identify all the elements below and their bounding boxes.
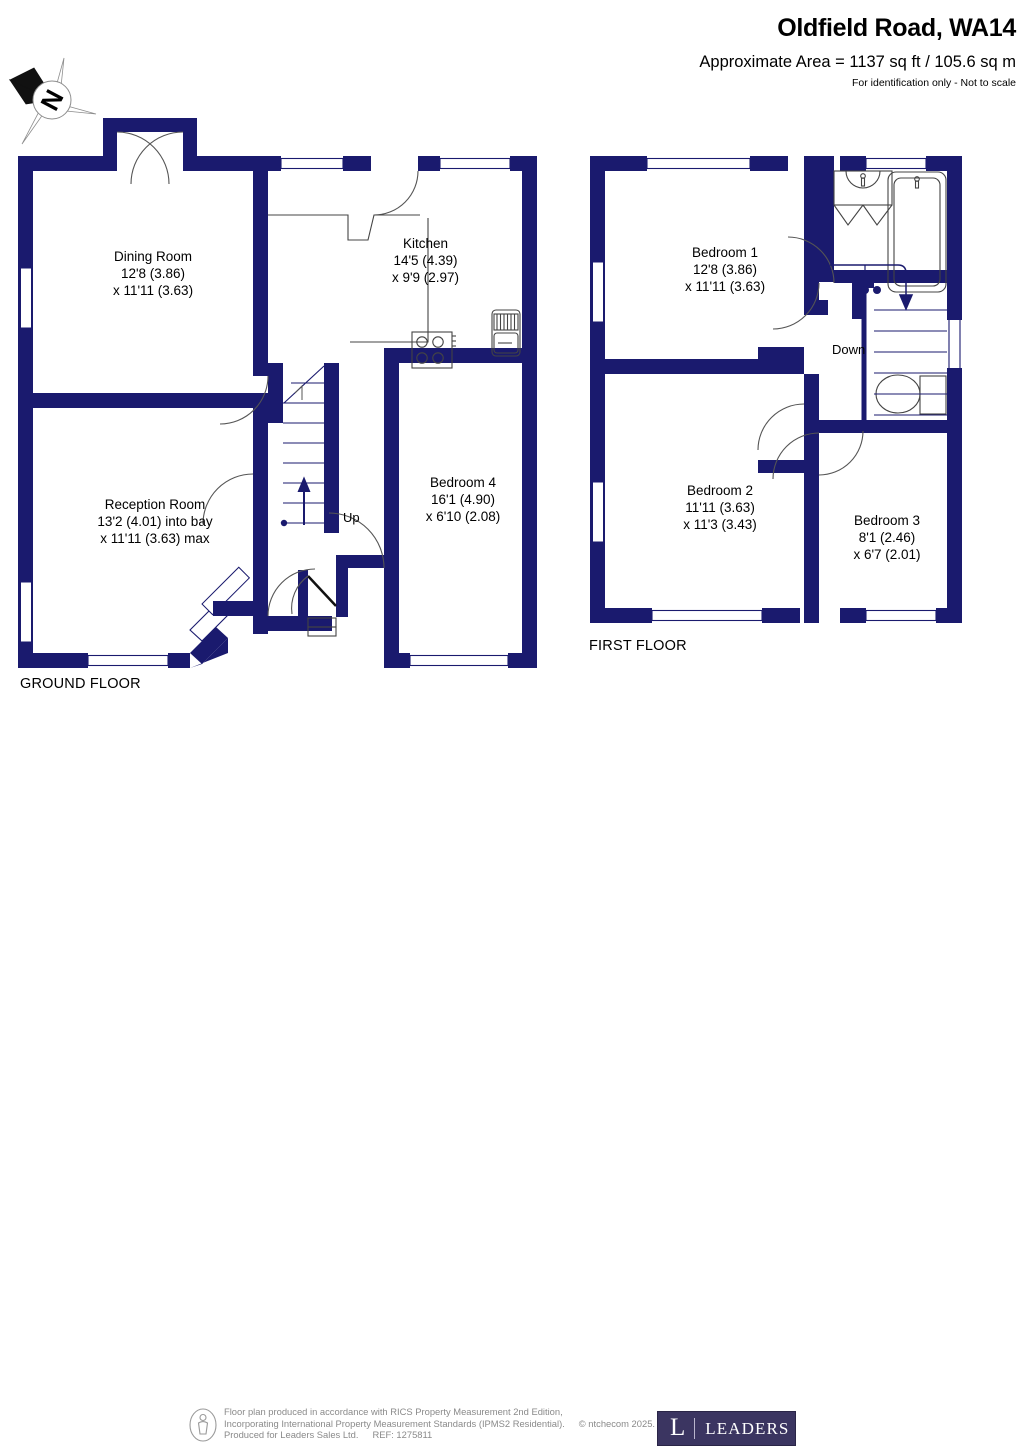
room-dim-metric: x 11'3 (3.43)	[683, 517, 757, 532]
room-label-kitchen: Kitchen 14'5 (4.39) x 9'9 (2.97)	[358, 235, 493, 286]
room-dim-metric: x 11'11 (3.63)	[112, 283, 194, 298]
kitchen-fittings	[268, 214, 521, 369]
ground-floor-caption: GROUND FLOOR	[20, 676, 141, 692]
room-name: Dining Room	[113, 249, 193, 264]
room-dim-imperial: 16'1 (4.90)	[430, 492, 496, 507]
room-label-reception-room: Reception Room 13'2 (4.01) into bay x 11…	[58, 496, 252, 547]
wash-basin-icon	[833, 170, 893, 226]
ground-floor-walls	[18, 118, 537, 668]
room-label-dining-room: Dining Room 12'8 (3.86) x 11'11 (3.63)	[58, 248, 248, 299]
room-dim-imperial: 11'11 (3.63)	[685, 500, 755, 515]
plan-footer: Floor plan produced in accordance with R…	[0, 700, 1024, 1446]
footer-text-block: Floor plan produced in accordance with R…	[224, 1406, 655, 1441]
ground-floor-staircase	[280, 365, 325, 527]
room-name: Reception Room	[104, 497, 206, 512]
leaders-logo: L LEADERS	[657, 1411, 796, 1446]
first-floor-walls	[590, 156, 962, 623]
room-name: Kitchen	[402, 236, 449, 251]
first-floor-doors	[757, 236, 864, 480]
first-floor-windows	[592, 261, 604, 543]
room-name: Bedroom 3	[853, 513, 921, 528]
room-dim-imperial: 14'5 (4.39)	[393, 253, 458, 268]
porch-steps	[307, 617, 337, 637]
bathtub-icon	[887, 171, 947, 293]
room-dim-metric: x 11'11 (3.63)	[684, 279, 766, 294]
bathroom-fittings	[833, 170, 947, 415]
compass-rose: N	[4, 52, 100, 148]
stair-down-arrow	[830, 264, 914, 311]
room-dim-imperial: 8'1 (2.46)	[858, 530, 916, 545]
room-label-bedroom-1: Bedroom 1 12'8 (3.86) x 11'11 (3.63)	[630, 244, 820, 295]
room-dim-imperial: 12'8 (3.86)	[120, 266, 186, 281]
room-dim-metric: x 6'10 (2.08)	[425, 509, 501, 524]
footer-line-3: Produced for Leaders Sales Ltd.	[224, 1429, 359, 1441]
plan-header: Oldfield Road, WA14 Approximate Area = 1…	[376, 0, 1016, 89]
room-name: Bedroom 1	[691, 245, 759, 260]
ground-floor-plan	[18, 118, 537, 668]
room-dim-metric: x 11'11 (3.63) max	[100, 531, 210, 546]
first-floor-plan	[590, 156, 962, 623]
room-dim-imperial: 13'2 (4.01) into bay	[97, 514, 213, 529]
room-label-bedroom-4: Bedroom 4 16'1 (4.90) x 6'10 (2.08)	[398, 474, 528, 525]
footer-reference: REF: 1275811	[372, 1429, 433, 1441]
room-dim-metric: x 6'7 (2.01)	[853, 547, 921, 562]
first-floor-caption: FIRST FLOOR	[589, 638, 687, 654]
approximate-area-text: Approximate Area = 1137 sq ft / 105.6 sq…	[699, 53, 1016, 71]
first-floor-staircase	[830, 264, 947, 420]
footer-copyright: © ntchecom 2025.	[578, 1417, 656, 1429]
ground-floor-windows	[20, 267, 32, 643]
room-dim-metric: x 9'9 (2.97)	[391, 270, 460, 285]
person-measure-icon	[189, 1408, 217, 1442]
footer-line-2: Incorporating International Property Mea…	[224, 1417, 565, 1429]
kitchen-sink-icon	[491, 309, 521, 357]
ground-floor-doors	[116, 131, 419, 617]
leaders-logo-wordmark: LEADERS	[705, 1418, 790, 1438]
disclaimer-text: For identification only - Not to scale	[852, 77, 1016, 89]
stair-label-up: Up	[343, 510, 360, 525]
room-name: Bedroom 4	[429, 475, 497, 490]
leaders-logo-mark: L	[670, 1413, 686, 1441]
page-title: Oldfield Road, WA14	[777, 14, 1016, 42]
kitchen-hob-icon	[411, 331, 456, 369]
room-label-bedroom-3: Bedroom 3 8'1 (2.46) x 6'7 (2.01)	[823, 512, 951, 563]
room-label-bedroom-2: Bedroom 2 11'11 (3.63) x 11'3 (3.43)	[630, 482, 810, 533]
room-dim-imperial: 12'8 (3.86)	[692, 262, 758, 277]
stair-label-down: Down	[832, 342, 866, 357]
footer-line-1: Floor plan produced in accordance with R…	[224, 1406, 563, 1417]
stair-up-arrow	[297, 476, 311, 525]
room-name: Bedroom 2	[686, 483, 754, 498]
